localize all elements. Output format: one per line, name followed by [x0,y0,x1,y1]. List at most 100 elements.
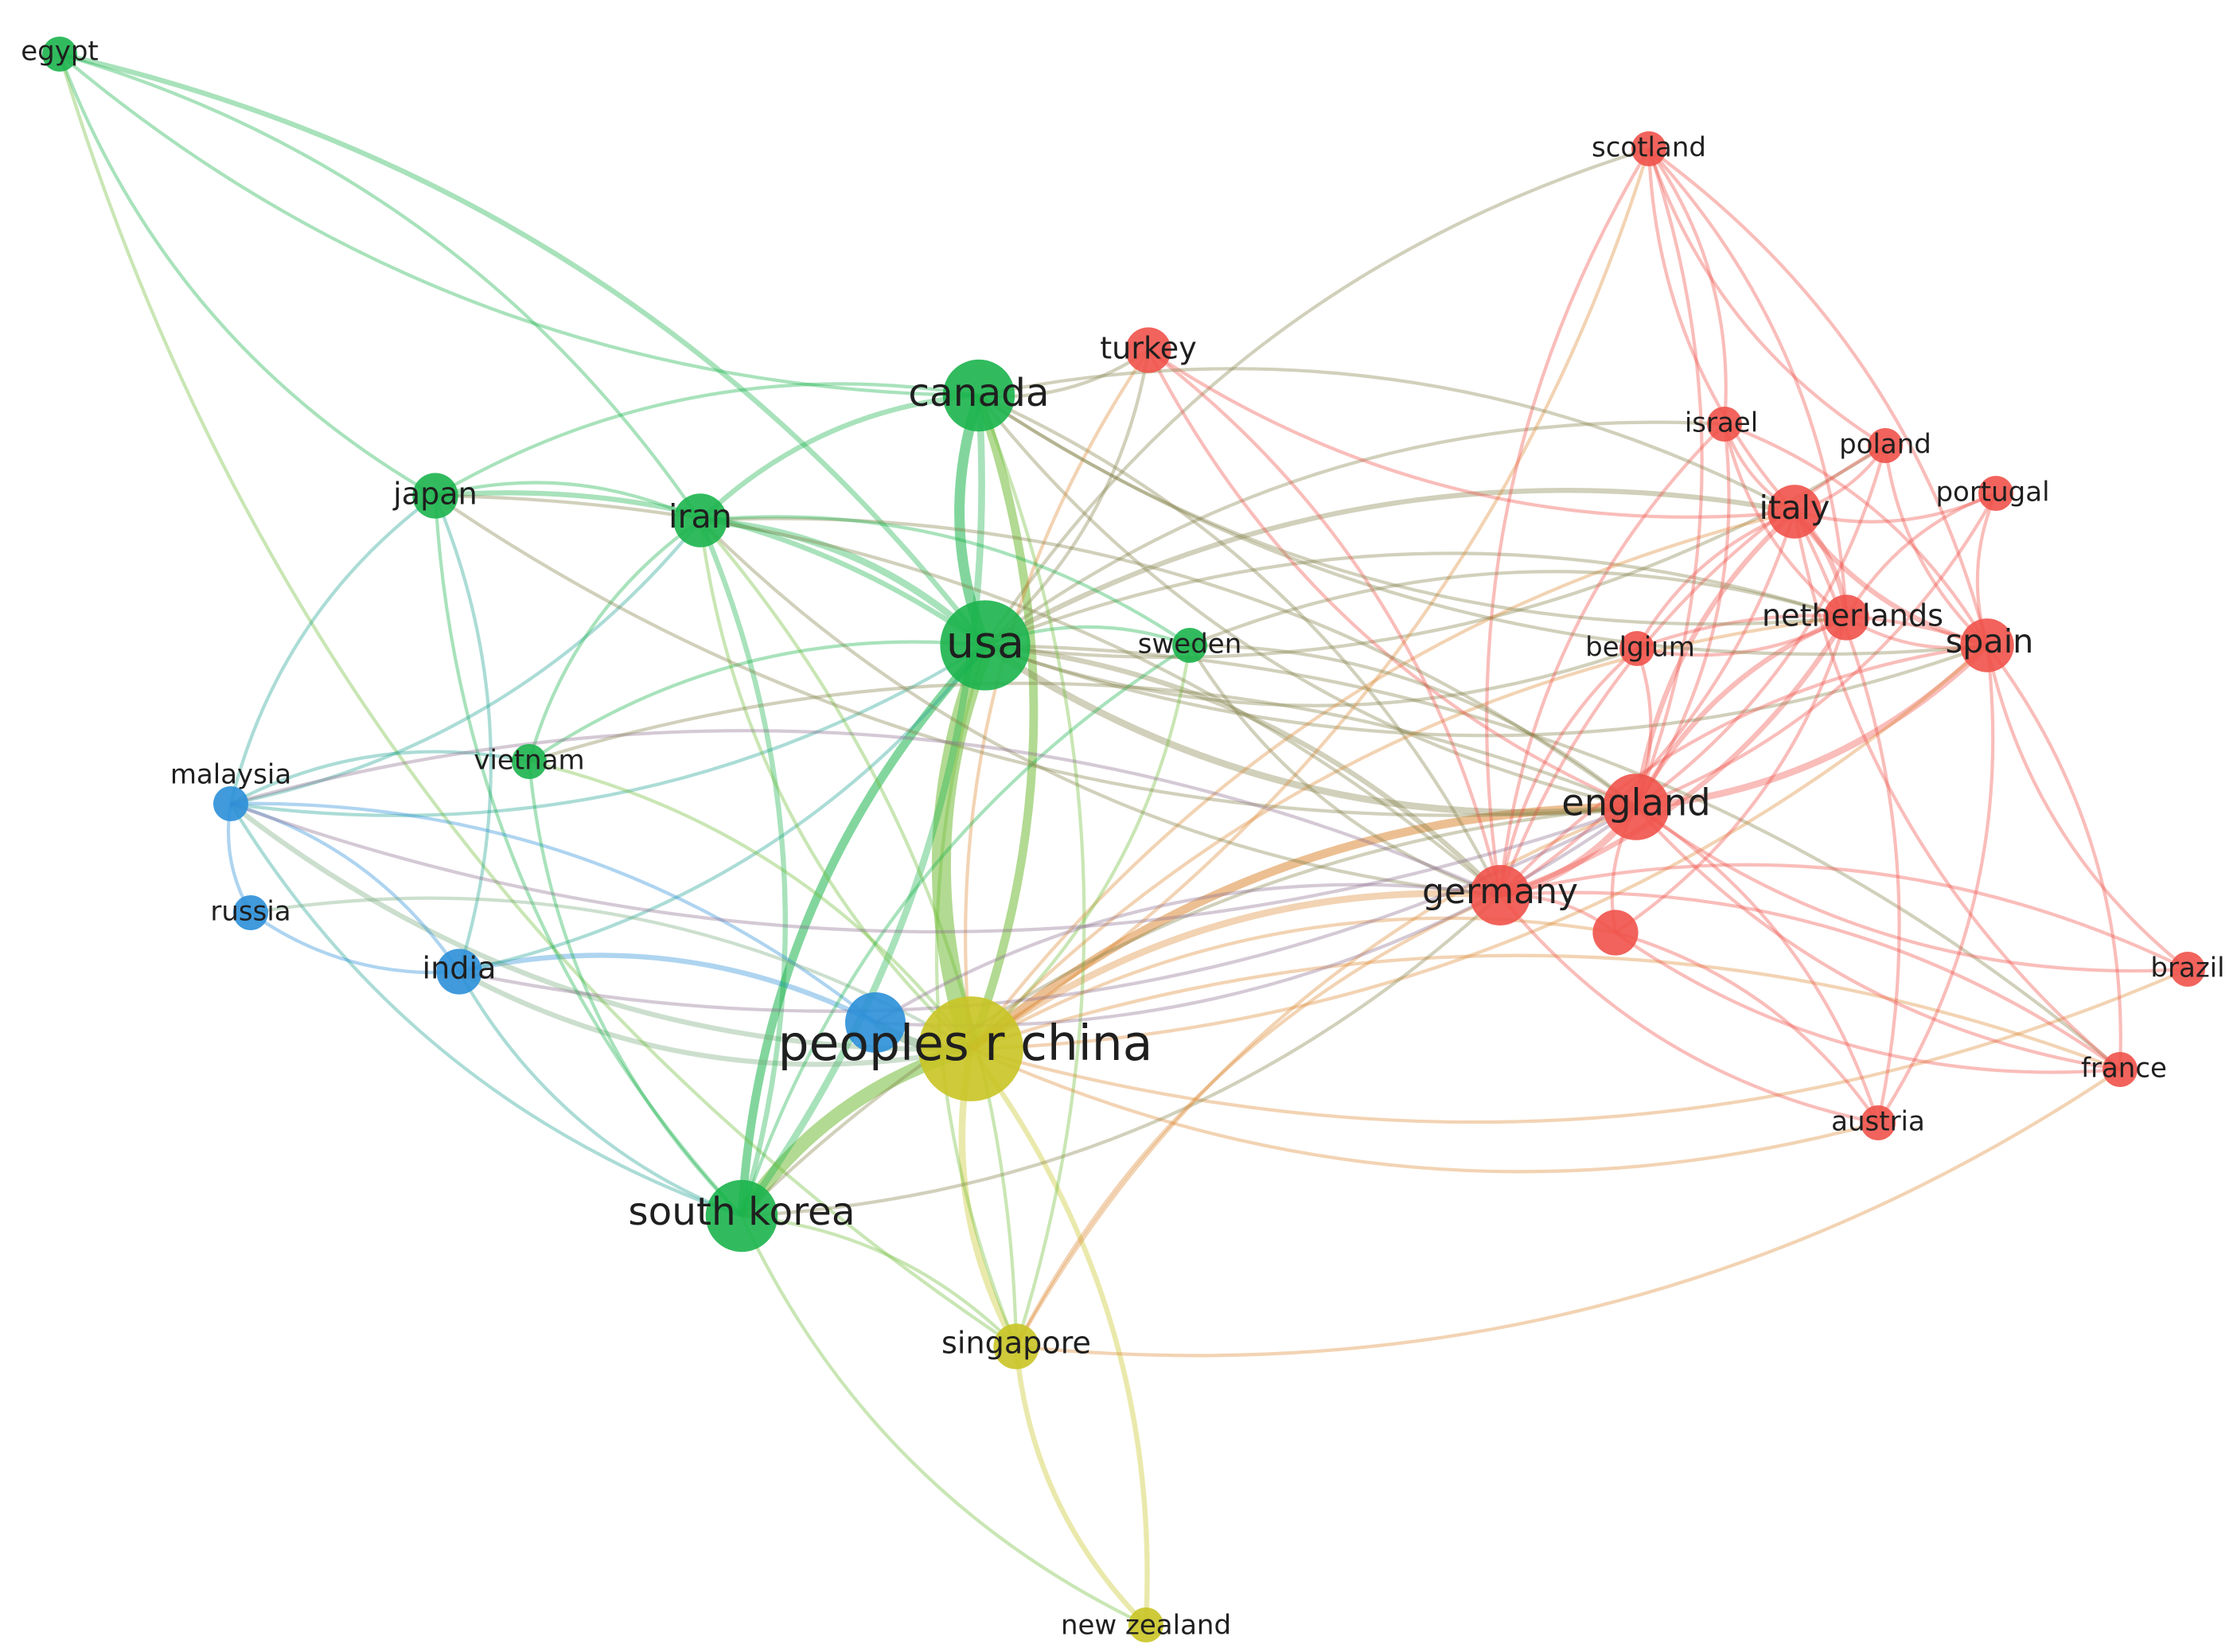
node-vietnam[interactable] [512,744,547,779]
edge-unlabeled_red-france [1614,931,2121,1074]
node-unlabeled_blue[interactable] [845,992,906,1053]
node-scotland[interactable] [1631,131,1666,166]
edge-germany-france [1499,890,2122,1071]
node-japan[interactable] [412,473,458,519]
edge-sweden-south_korea [740,644,1191,1217]
label-usa: usa [946,617,1024,668]
edge-italy-france [1792,511,2122,1071]
node-israel[interactable] [1707,407,1742,442]
edge-south_korea-england [740,805,1637,1218]
edge-usa-germany [984,642,1502,898]
edge-usa-south_korea [737,642,988,1217]
edge-israel-netherlands [1722,423,1848,619]
edge-usa-malaysia [230,644,987,817]
edge-malaysia-south_korea [229,802,742,1218]
node-south_korea[interactable] [705,1179,778,1253]
edge-unlabeled_blue-india [458,953,877,1025]
label-england: england [1561,781,1710,824]
edge-china-new_zealand [968,1047,1150,1626]
edge-usa-poland [984,444,1887,660]
edge-usa-france [984,643,2122,1071]
label-iran: iran [668,497,732,536]
edge-usa-egypt [59,51,988,647]
edge-south_korea-germany [741,894,1502,1218]
edge-vietnam-england [528,681,1637,808]
node-malaysia[interactable] [213,786,248,821]
node-brazil[interactable] [2170,952,2205,987]
edge-vietnam-china [528,759,972,1050]
label-turkey: turkey [1100,331,1197,366]
label-portugal: portugal [1935,477,2049,508]
edge-iran-germany [699,519,1501,898]
label-brazil: brazil [2150,953,2224,984]
node-england[interactable] [1603,773,1670,840]
edge-japan-india [434,495,493,972]
edge-germany-italy [1498,511,1797,897]
edge-sweden-germany [1188,644,1501,897]
edge-spain-france [1986,644,2122,1070]
edge-canada-iran [698,392,980,523]
node-austria[interactable] [1861,1105,1896,1140]
node-sweden[interactable] [1172,628,1207,663]
node-germany[interactable] [1470,865,1530,925]
edge-china-germany [968,890,1501,1052]
edge-china-france [970,953,2121,1071]
edge-usa-singapore [934,645,1018,1347]
node-new_zealand[interactable] [1128,1607,1163,1642]
edge-india-england [458,805,1637,1013]
node-egypt[interactable] [42,37,77,72]
edge-iran-singapore [699,519,1019,1347]
edge-sweden-netherlands [1189,570,1847,647]
node-china[interactable] [918,996,1023,1101]
edges-layer [57,51,2189,1627]
node-turkey[interactable] [1125,327,1171,373]
edge-sweden-england [1189,643,1638,808]
node-usa[interactable] [940,600,1031,691]
node-iran[interactable] [673,493,727,547]
node-spain[interactable] [1960,618,2014,672]
edge-canada-italy [978,367,1795,513]
node-poland[interactable] [1868,428,1903,463]
label-russia: russia [210,896,290,928]
edge-poland-england [1635,445,1888,808]
node-italy[interactable] [1767,485,1822,539]
edge-england-brazil [1635,805,2188,973]
edge-china-canada [966,394,1039,1050]
label-egypt: egypt [21,36,99,68]
edge-scotland-germany [1485,147,1650,896]
edge-unlabeled_red-austria [1615,930,1880,1124]
edge-usa-iran [700,516,988,649]
edge-japan-south_korea [433,495,743,1218]
node-singapore[interactable] [993,1323,1039,1370]
node-france[interactable] [2103,1052,2138,1087]
node-india[interactable] [436,949,482,995]
edge-germany-brazil [1499,863,2188,971]
edge-belgium-netherlands [1636,616,1847,657]
label-sweden: sweden [1138,629,1242,660]
edge-china-italy [969,509,1795,1050]
edge-germany-spain [1498,643,1988,897]
edge-scotland-italy [1647,148,1796,513]
edge-egypt-singapore [57,53,1018,1348]
node-belgium[interactable] [1619,631,1654,666]
edge-malaysia-england [230,802,1637,934]
edge-usa-italy [984,487,1795,648]
edge-china-england [968,802,1637,1053]
edge-japan-iran [435,481,701,522]
edge-japan-england [434,494,1637,817]
node-canada[interactable] [942,359,1015,432]
node-portugal[interactable] [1978,476,2013,511]
node-unlabeled_red[interactable] [1592,910,1639,956]
edge-malaysia-unlabeled_blue [230,801,877,1024]
node-netherlands[interactable] [1823,594,1869,641]
label-south_korea: south korea [628,1190,855,1234]
label-vietnam: vietnam [474,745,584,777]
edge-singapore-new_zealand [1013,1346,1148,1627]
label-austria: austria [1831,1106,1925,1138]
node-russia[interactable] [233,895,268,930]
edge-scotland-netherlands [1647,147,1849,618]
edge-egypt-iran [59,52,702,522]
edge-unlabeled_red-netherlands [1614,617,1849,934]
nodes-layer [42,37,2205,1642]
